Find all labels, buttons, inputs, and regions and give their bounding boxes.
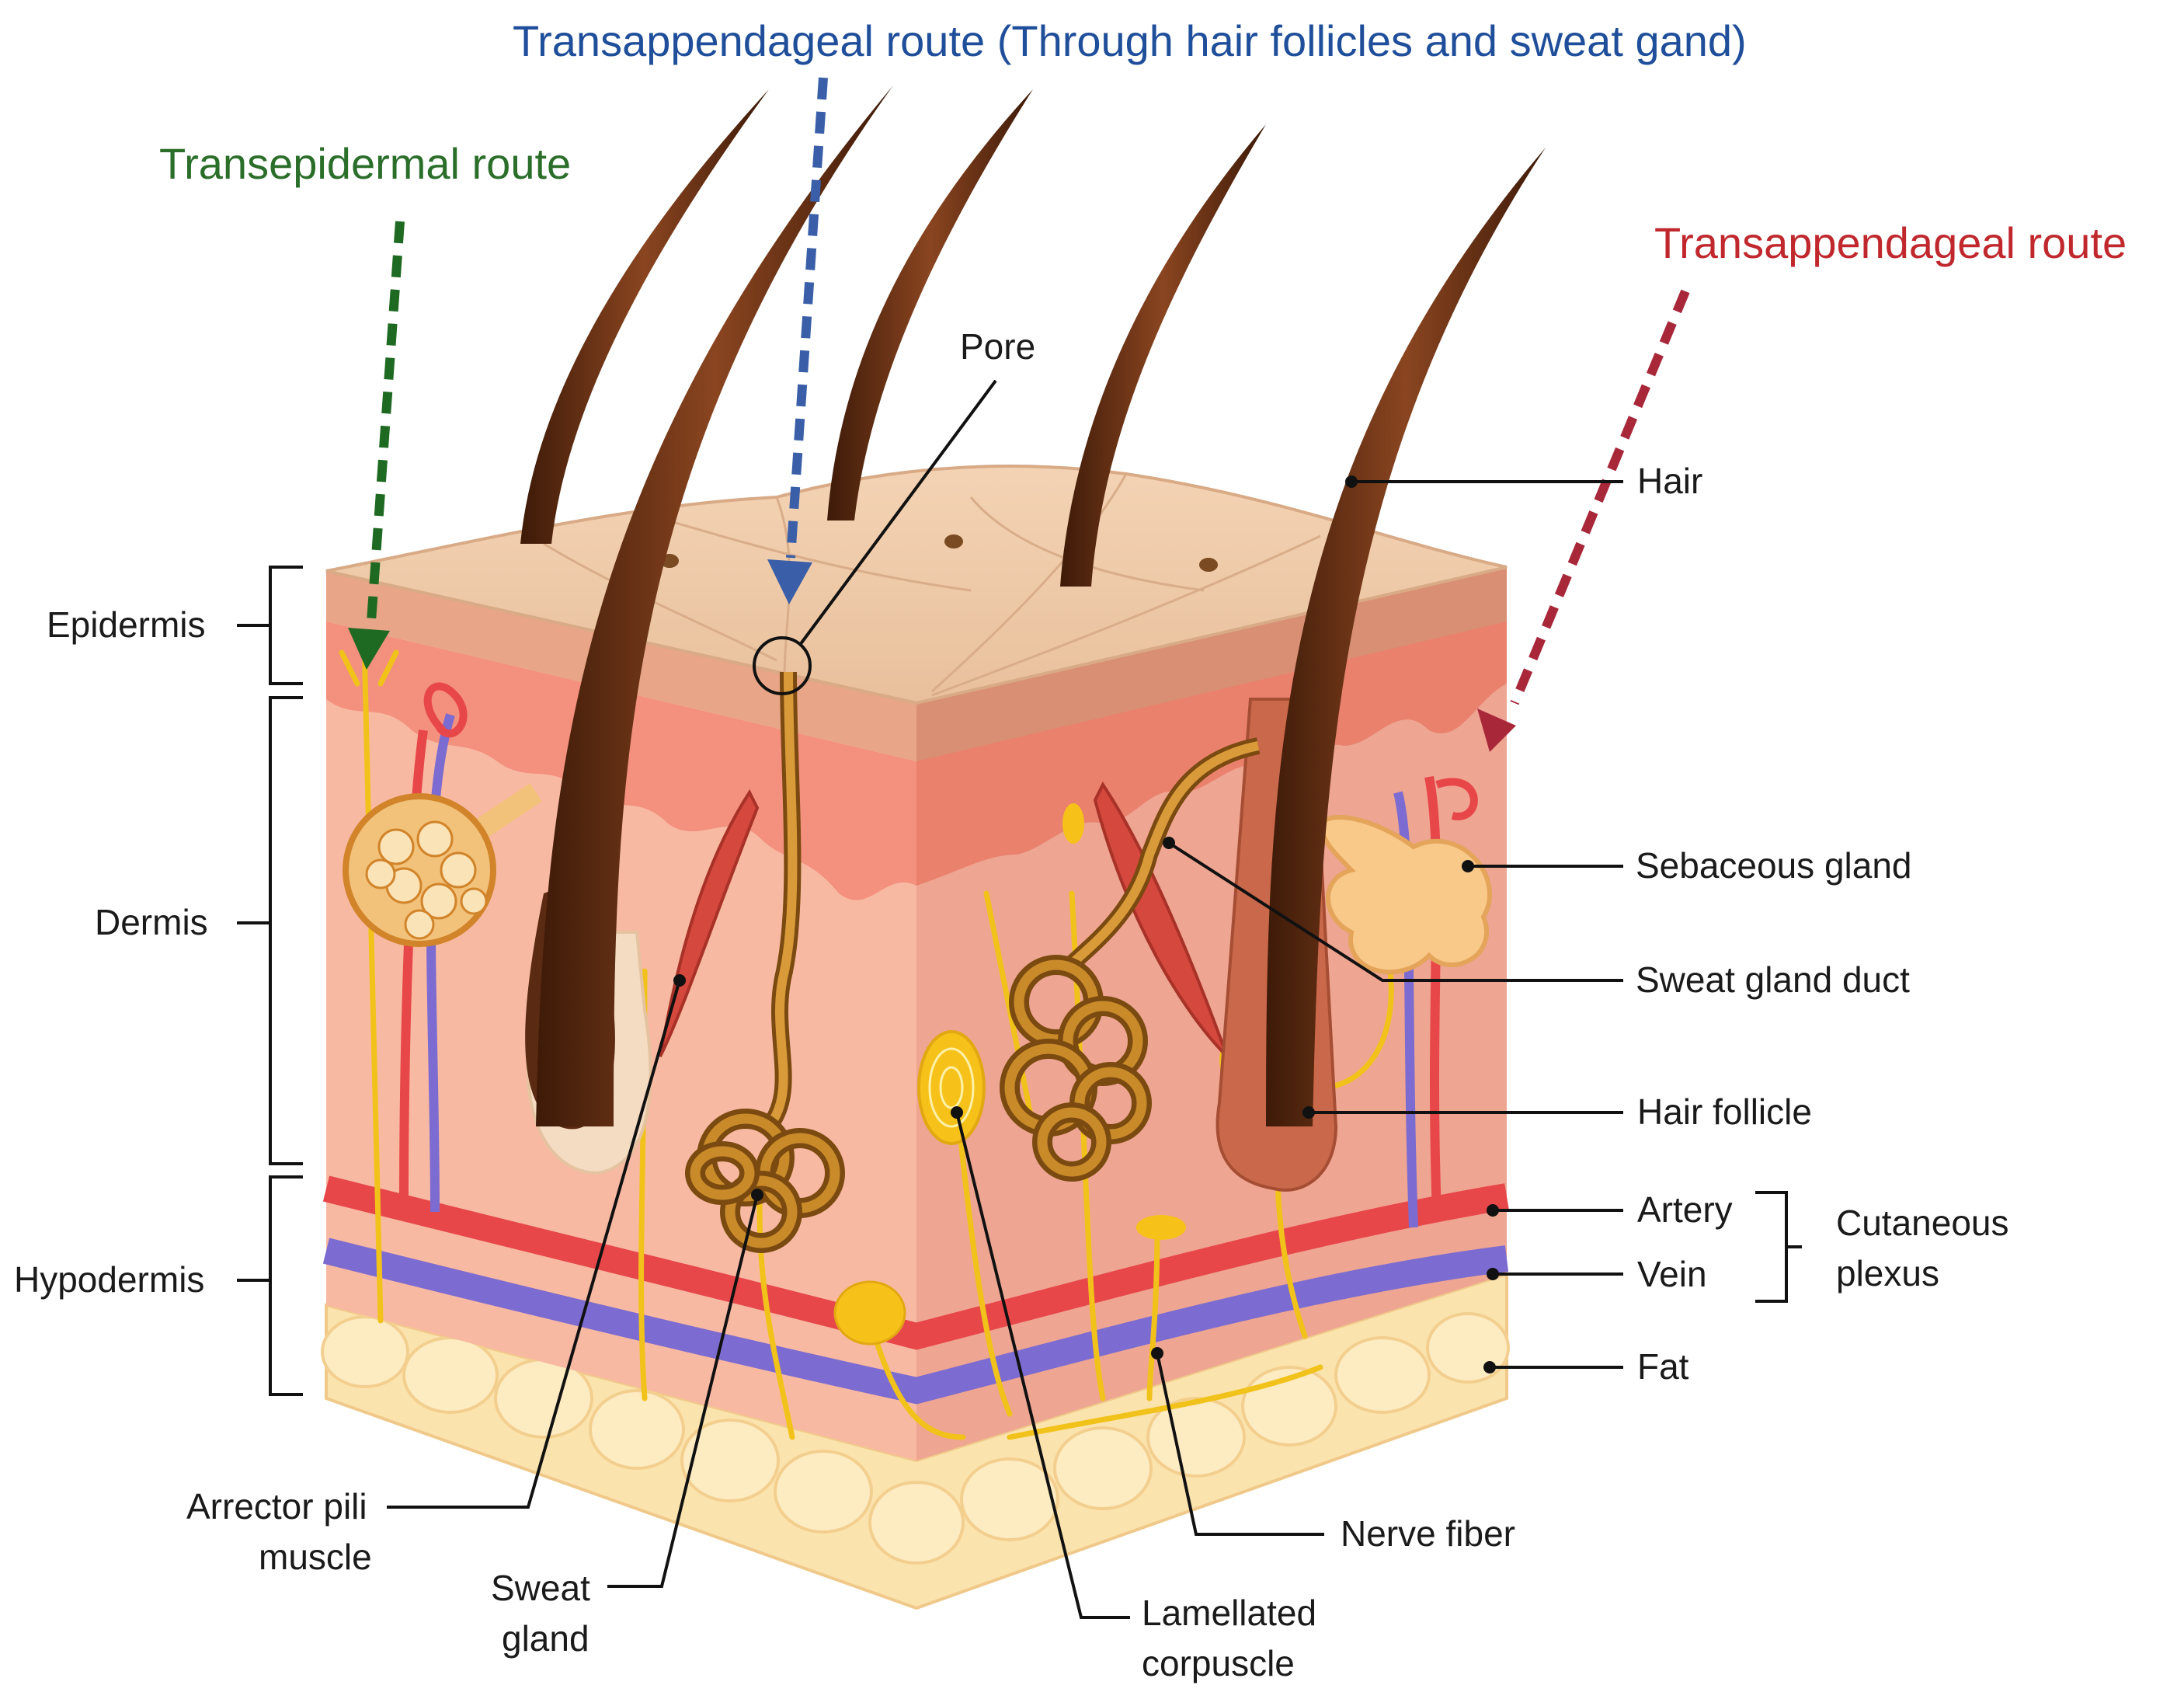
hypodermis-label: Hypodermis bbox=[14, 1259, 204, 1300]
lamellated-corpuscle-label-line1: Lamellated bbox=[1142, 1593, 1316, 1633]
skin-surface-creases bbox=[543, 473, 1321, 697]
cutaneous-plexus-label-line2: plexus bbox=[1836, 1253, 1939, 1293]
arrector-pili-label-line2: muscle bbox=[259, 1537, 372, 1577]
pore-label: Pore bbox=[960, 326, 1035, 367]
artery-label: Artery bbox=[1637, 1189, 1733, 1230]
transappendageal-right-route-arrow bbox=[1477, 289, 1690, 752]
nerve-fiber-label: Nerve fiber bbox=[1341, 1513, 1515, 1554]
fat-lobules bbox=[321, 1312, 1510, 1565]
arrector-pili-muscle-left bbox=[659, 789, 760, 1057]
dermis-label: Dermis bbox=[95, 902, 208, 942]
papillary-dermis-right bbox=[916, 590, 1507, 886]
pore-highlight-circle bbox=[753, 636, 812, 695]
lamellated-corpuscle bbox=[917, 1030, 986, 1145]
sebaceous-gland-left bbox=[343, 783, 542, 947]
skin-block bbox=[321, 85, 1546, 1610]
transappendageal-top-route-label: Transappendageal route (Through hair fol… bbox=[513, 16, 1747, 65]
transepidermal-route-arrow bbox=[348, 221, 405, 670]
sebaceous-gland-label: Sebaceous gland bbox=[1636, 845, 1912, 886]
sweat-gland-label-line1: Sweat bbox=[491, 1568, 590, 1608]
hair-strand-3 bbox=[827, 89, 1033, 520]
lamellated-corpuscle-label-line2: corpuscle bbox=[1142, 1643, 1295, 1683]
pore-dots bbox=[660, 534, 1218, 572]
transappendageal-top-route-arrow bbox=[767, 77, 828, 604]
sebaceous-gland-right bbox=[1317, 815, 1492, 975]
vein-vessel bbox=[322, 1238, 1509, 1405]
epidermis-label: Epidermis bbox=[47, 604, 206, 645]
cutaneous-plexus-bracket bbox=[1755, 1191, 1802, 1303]
hair-label: Hair bbox=[1637, 461, 1702, 501]
cutaneous-plexus-label-line1: Cutaneous bbox=[1836, 1203, 2009, 1243]
transepidermal-route-label: Transepidermal route bbox=[159, 139, 571, 188]
transappendageal-right-route-label: Transappendageal route bbox=[1654, 218, 2127, 267]
sweat-gland-left bbox=[685, 671, 845, 1253]
sweat-gland-label-line2: gland bbox=[502, 1618, 589, 1659]
hair-strand-5 bbox=[1266, 148, 1546, 1126]
vein-label: Vein bbox=[1637, 1254, 1707, 1294]
fat-label: Fat bbox=[1637, 1346, 1689, 1387]
artery-vessel bbox=[322, 1175, 1509, 1350]
epidermis-right-face bbox=[916, 567, 1507, 761]
layer-brackets bbox=[237, 566, 303, 1396]
hair-strand-4 bbox=[1060, 124, 1266, 587]
arrector-pili-label-line1: Arrector pili bbox=[186, 1486, 367, 1527]
sweat-gland-right bbox=[1000, 737, 1261, 1182]
hair-strand-2 bbox=[536, 85, 893, 1126]
hair-follicle-label: Hair follicle bbox=[1637, 1091, 1812, 1132]
tactile-corpuscle-small bbox=[833, 803, 1186, 1346]
sweat-gland-duct-label: Sweat gland duct bbox=[1636, 959, 1910, 1000]
hair-strand-1 bbox=[520, 89, 769, 544]
